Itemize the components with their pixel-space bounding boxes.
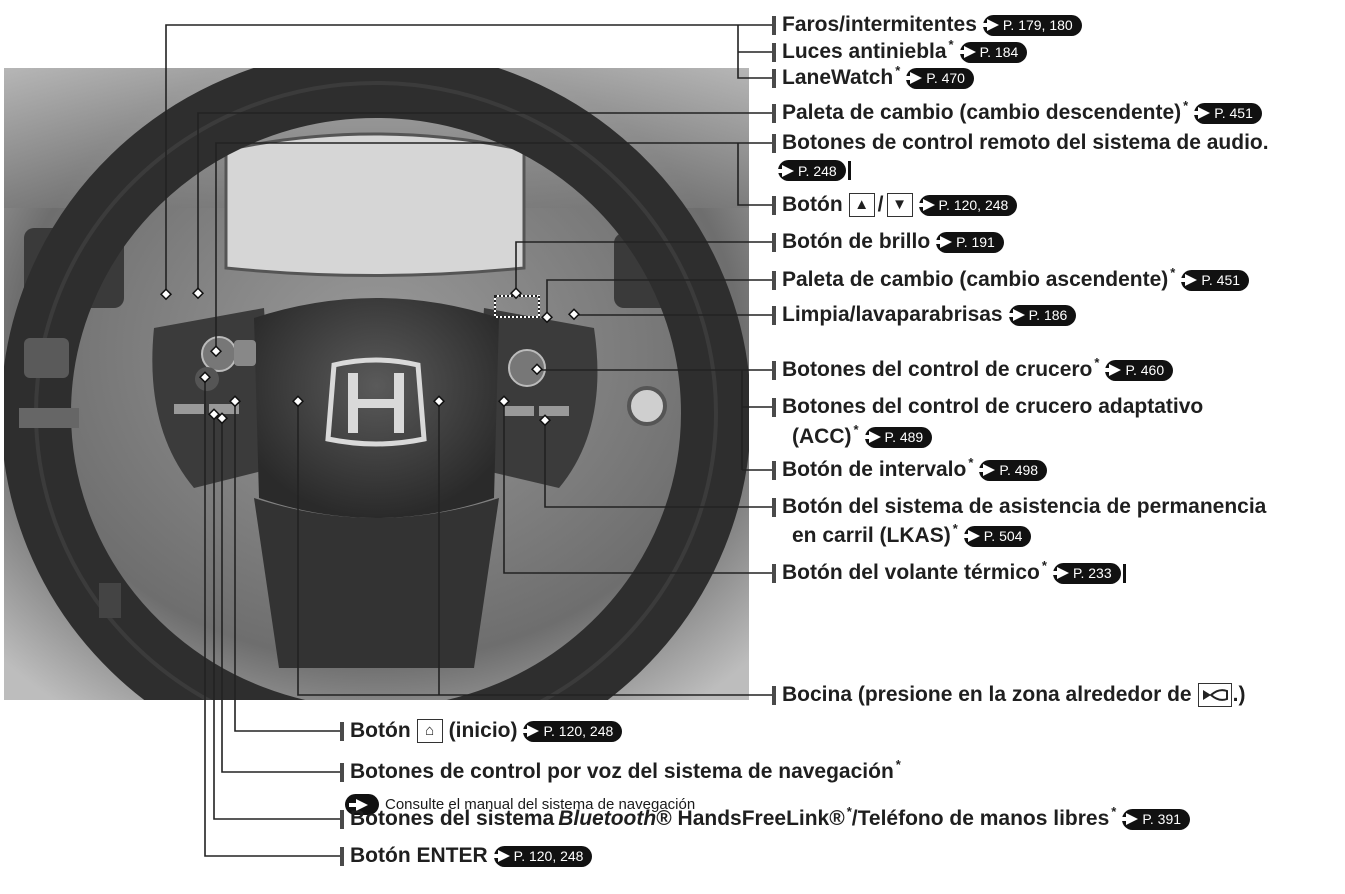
page-reference[interactable]: P. 233 (1049, 562, 1121, 584)
reference-arrow-icon (933, 236, 953, 248)
label-brillo: Botón de brillo P. 191 (772, 230, 1004, 254)
page-reference[interactable]: P. 460 (1102, 359, 1174, 381)
reference-arrow-icon (1119, 813, 1139, 825)
page-reference[interactable]: P. 191 (933, 231, 1004, 253)
page-reference[interactable]: P. 498 (976, 459, 1048, 481)
label-faros: Faros/intermitentes P. 179, 180 (772, 13, 1082, 37)
reference-arrow-icon (956, 46, 976, 58)
label-antiniebla: Luces antiniebla* P. 184 (772, 37, 1028, 64)
reference-arrow-icon (915, 199, 935, 211)
reference-arrow-icon (1102, 364, 1122, 376)
up-arrow-button-icon: ▲ (848, 193, 875, 217)
label-paleta-ascendente: Paleta de cambio (cambio ascendente)* P.… (772, 265, 1250, 292)
reference-arrow-icon (976, 464, 996, 476)
home-icon: ⌂ (416, 719, 443, 743)
label-lkas: Botón del sistema de asistencia de perma… (772, 495, 1266, 519)
page-reference[interactable]: P. 120, 248 (490, 845, 593, 867)
reference-arrow-icon (490, 850, 510, 862)
label-volante: Botón del volante térmico* P. 233 (772, 558, 1126, 585)
reference-arrow-icon (520, 725, 540, 737)
label-acc-line2: (ACC)* P. 489 (792, 422, 933, 449)
page-reference[interactable]: P. 451 (1191, 102, 1262, 124)
page-reference[interactable]: P. 120, 248 (915, 194, 1018, 216)
reference-arrow-icon (1191, 107, 1211, 119)
reference-arrow-icon (775, 164, 794, 177)
label-text: Faros/intermitentes (782, 13, 977, 36)
label-voz-sub: Consulte el manual del sistema de navega… (345, 794, 695, 815)
reference-arrow-icon (1049, 567, 1069, 579)
page-reference[interactable]: P. 470 (903, 67, 974, 89)
label-audio-ref: P. 248 (775, 160, 851, 181)
reference-arrow-icon (1178, 274, 1198, 286)
reference-arrow-icon (903, 72, 923, 84)
label-voz: Botones de control por voz del sistema d… (340, 757, 901, 784)
page-reference[interactable]: P. 451 (1178, 269, 1250, 291)
page-reference[interactable]: P. 489 (861, 426, 933, 448)
label-lkas-line2: en carril (LKAS)* P. 504 (792, 521, 1032, 548)
page-reference[interactable]: P. 179, 180 (979, 14, 1082, 36)
label-up-down-button: Botón ▲/ ▼ P. 120, 248 (772, 193, 1018, 217)
horn-icon (1197, 683, 1232, 707)
label-lanewatch: LaneWatch* P. 470 (772, 63, 974, 90)
page-reference[interactable]: P. 391 (1119, 808, 1191, 830)
label-enter: Botón ENTER P. 120, 248 (340, 844, 593, 868)
reference-arrow-icon (861, 431, 881, 443)
reference-arrow-icon (979, 19, 999, 31)
page-reference[interactable]: P. 248 (775, 160, 846, 181)
label-bocina: Bocina (presione en la zona alrededor de… (772, 683, 1245, 707)
label-audio: Botones de control remoto del sistema de… (772, 131, 1269, 155)
page-reference[interactable]: P. 186 (1005, 304, 1077, 326)
down-arrow-button-icon: ▼ (886, 193, 913, 217)
page-reference[interactable]: P. 184 (956, 41, 1028, 63)
reference-arrow-icon[interactable] (345, 794, 379, 815)
steering-wheel-photo (4, 68, 749, 700)
label-crucero: Botones del control de crucero* P. 460 (772, 355, 1174, 382)
label-inicio: Botón ⌂ (inicio) P. 120, 248 (340, 719, 623, 743)
label-intervalo: Botón de intervalo* P. 498 (772, 455, 1048, 482)
reference-arrow-icon (1005, 309, 1025, 321)
label-acc: Botones del control de crucero adaptativ… (772, 395, 1203, 419)
page-reference[interactable]: P. 504 (960, 525, 1032, 547)
reference-arrow-icon (960, 530, 980, 542)
label-limpia: Limpia/lavaparabrisas P. 186 (772, 303, 1077, 327)
page-reference[interactable]: P. 120, 248 (520, 720, 623, 742)
label-paleta-descendente: Paleta de cambio (cambio descendente)* P… (772, 98, 1262, 125)
